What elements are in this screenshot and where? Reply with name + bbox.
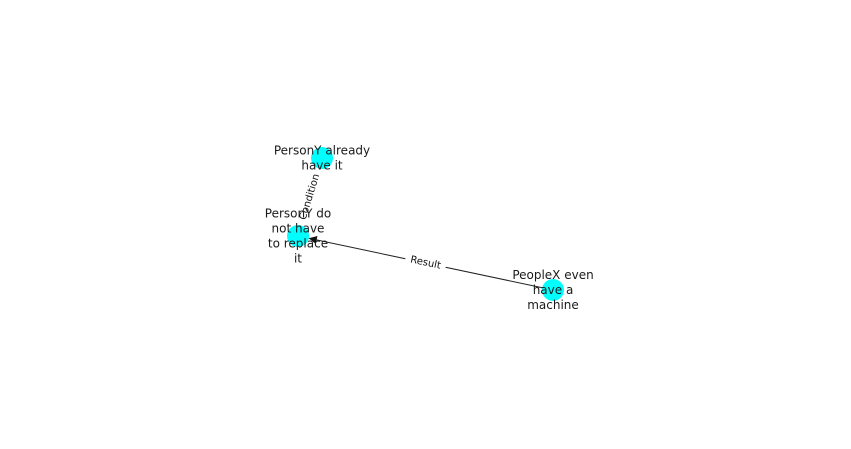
node-label-line: have it <box>301 159 343 173</box>
edge-label-background <box>403 251 448 275</box>
nodes-layer <box>287 147 564 301</box>
node-label-line: PeopleX even <box>512 268 593 282</box>
node-circle[interactable] <box>311 147 333 169</box>
node-label-line: PersonY do <box>265 207 331 221</box>
edge-label-background <box>294 166 326 228</box>
node-label-line: machine <box>527 298 579 312</box>
node-label-line: to replace <box>268 237 328 251</box>
node-circle[interactable] <box>287 225 309 247</box>
node-label-line: PersonY already <box>274 144 370 158</box>
edge-label-group: Result <box>403 251 448 275</box>
node-label-line: not have <box>272 222 325 236</box>
node-label-line: it <box>294 252 302 266</box>
node-label-line: have a <box>533 283 574 297</box>
node-circle[interactable] <box>542 279 564 301</box>
